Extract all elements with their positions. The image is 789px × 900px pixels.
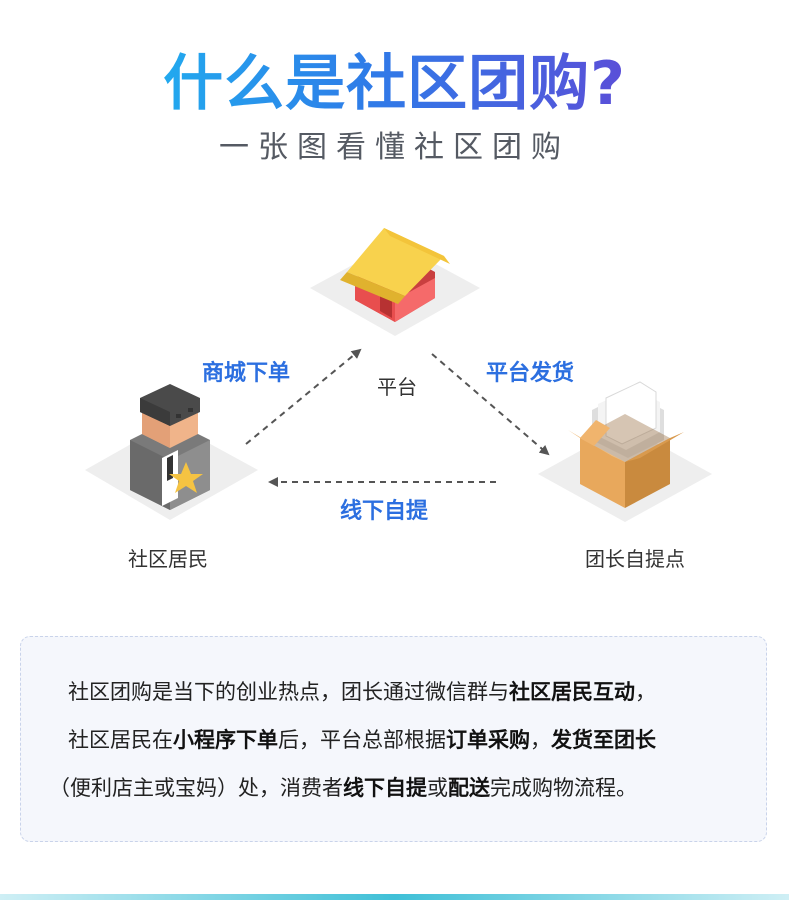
info-text: 社区居民在	[68, 728, 173, 752]
info-text: ，	[530, 728, 551, 752]
platform-label: 平台	[377, 375, 417, 399]
arrow-resident-to-platform	[245, 348, 362, 445]
info-highlight: 订单采购	[446, 728, 530, 752]
page-title-text: 什么是社区团购?	[163, 49, 626, 119]
info-highlight: 配送	[448, 776, 490, 800]
info-text: 社区团购是当下的创业热点，团长通过微信群与	[68, 680, 509, 704]
info-text: 完成购物流程。	[490, 776, 637, 800]
info-text: 或	[427, 776, 448, 800]
resident-icon	[130, 384, 210, 510]
page-subtitle: 一张图看懂社区团购	[219, 130, 570, 165]
info-highlight: 小程序下单	[173, 728, 278, 752]
info-highlight: 社区居民互动	[509, 680, 635, 704]
info-box: 社区团购是当下的创业热点，团长通过微信群与社区居民互动， 社区居民在小程序下单后…	[20, 636, 767, 842]
info-text: ，	[635, 680, 656, 704]
box-icon	[568, 381, 684, 508]
info-highlight: 线下自提	[343, 776, 427, 800]
info-text: 后，平台总部根据	[278, 728, 446, 752]
arrow-platform-to-leader	[431, 353, 550, 456]
info-highlight: 发货至团长	[551, 728, 656, 752]
info-line-2: 社区居民在小程序下单后，平台总部根据订单采购，发货至团长	[68, 725, 656, 755]
resident-label: 社区居民	[128, 547, 208, 571]
page-title: 什么是社区团购?	[0, 48, 789, 120]
leader-label: 团长自提点	[585, 547, 685, 571]
house-icon	[340, 228, 450, 322]
pickup-arrow-label: 线下自提	[339, 499, 428, 524]
info-line-3: （便利店主或宝妈）处，消费者线下自提或配送完成购物流程。	[49, 773, 637, 803]
bottom-decor-bar	[0, 894, 789, 900]
order-arrow-label: 商城下单	[201, 361, 290, 386]
info-line-1: 社区团购是当下的创业热点，团长通过微信群与社区居民互动，	[68, 677, 656, 707]
ship-arrow-label: 平台发货	[485, 361, 574, 386]
info-text: （便利店主或宝妈）处，消费者	[49, 776, 343, 800]
